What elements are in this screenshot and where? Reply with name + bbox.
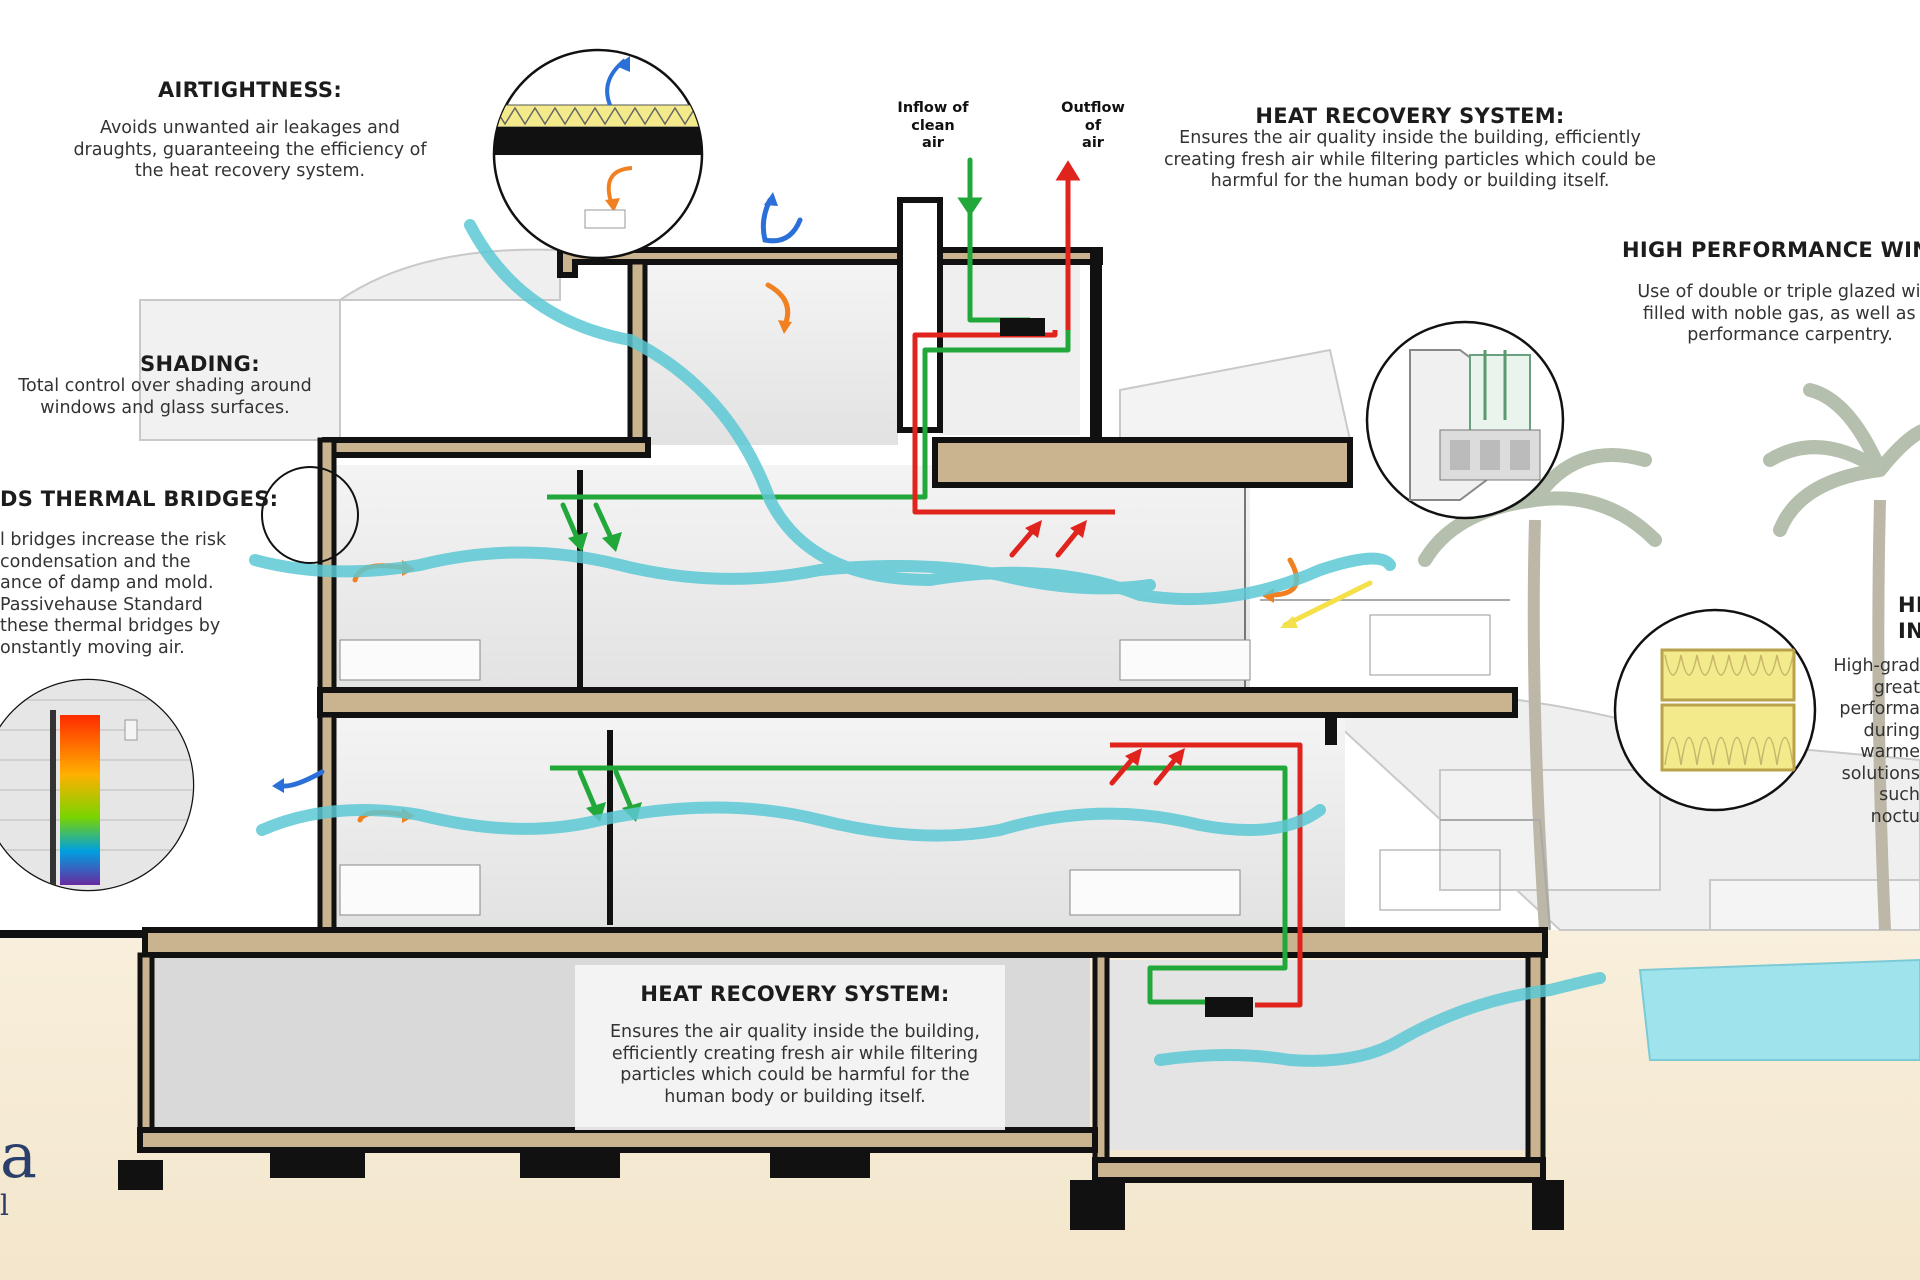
building-structure — [0, 197, 1564, 1230]
brand-subtitle-fragment: l — [0, 1189, 9, 1222]
pool — [1638, 958, 1920, 1061]
thermal-bridge-detail-icon — [0, 678, 195, 892]
brand-logo-fragment: a — [0, 1119, 37, 1192]
windows-text: Use of double or triple glazed wind fill… — [1637, 282, 1920, 345]
inflow-label: Inflow of clean air — [897, 100, 969, 151]
shading-title: SHADING: — [140, 352, 260, 376]
ventilation-ducts — [547, 178, 1303, 1017]
airtightness-detail-icon — [492, 48, 704, 260]
airflow-streams — [249, 219, 1606, 1067]
heat-recovery-bottom-text: Ensures the air quality inside the build… — [610, 1022, 980, 1107]
thermal-bridges-text: l bridges increase the risk condensation… — [0, 530, 227, 658]
heat-recovery-bottom-panel — [575, 965, 1005, 1130]
insulation-text: High-grad great performa during warme so… — [1833, 656, 1920, 827]
window-profile-detail-icon — [1365, 320, 1565, 520]
windows-title: HIGH PERFORMANCE WINDO — [1622, 238, 1920, 262]
heat-recovery-unit-icon — [1205, 997, 1253, 1017]
heat-recovery-bottom-title: HEAT RECOVERY SYSTEM: — [640, 982, 950, 1006]
heat-recovery-top-title: HEAT RECOVERY SYSTEM: — [1255, 104, 1565, 128]
thermal-bridge-marker — [261, 466, 359, 564]
heat-recovery-unit-icon — [1000, 318, 1045, 336]
heat-recovery-top-text: Ensures the air quality inside the build… — [1163, 128, 1657, 191]
insulation-detail-icon — [1613, 608, 1817, 812]
airtightness-text: Avoids unwanted air leakages and draught… — [73, 118, 427, 181]
insulation-title: HI IN — [1898, 593, 1920, 643]
shading-text: Total control over shading around window… — [18, 376, 312, 418]
airtightness-title: AIRTIGHTNESS: — [157, 78, 343, 102]
outflow-label: Outflow of air — [1061, 100, 1125, 151]
thermal-bridges-title: DS THERMAL BRIDGES: — [0, 487, 279, 511]
